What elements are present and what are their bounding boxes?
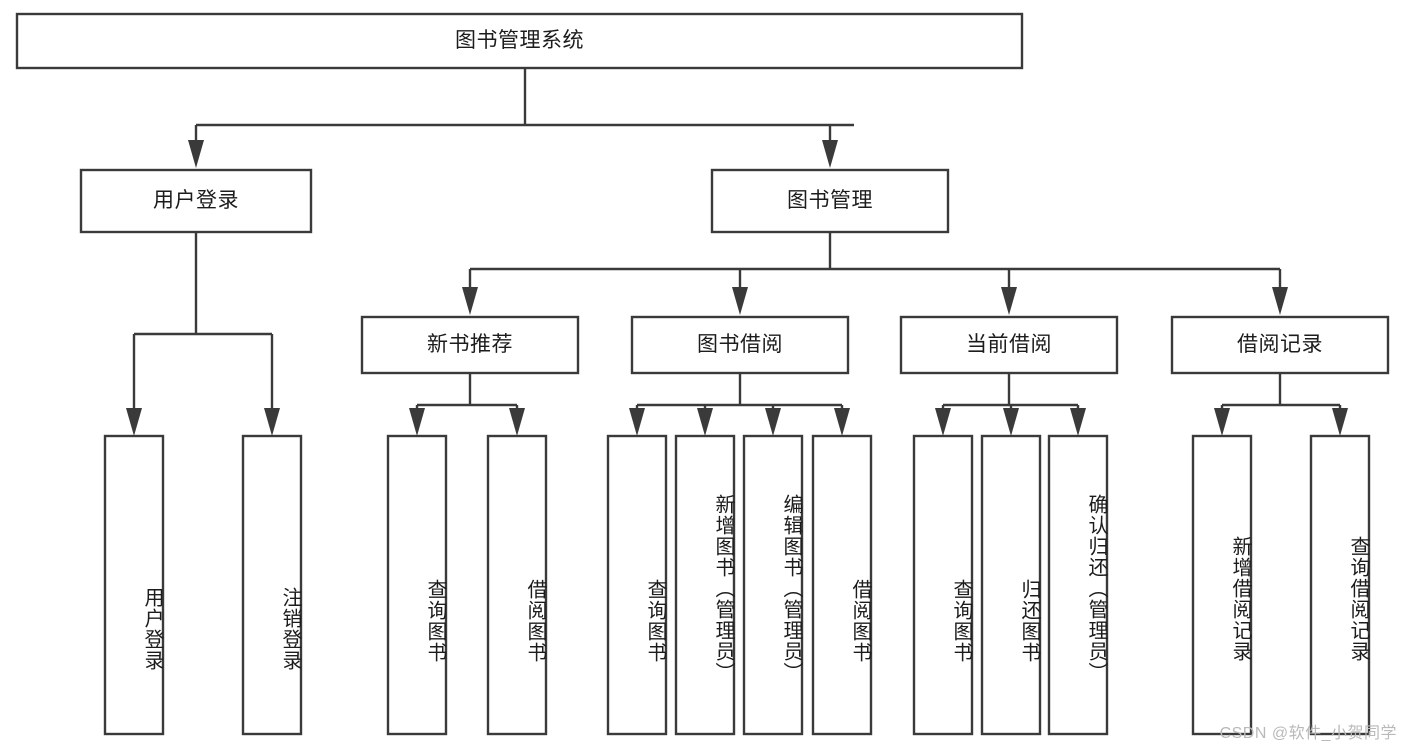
node-box-root[interactable] [15, 12, 1024, 70]
node-box-leaf-query-book-3[interactable] [912, 434, 974, 736]
arrow-head-icon [1003, 408, 1019, 436]
watermark-text: CSDN @软件_小贺同学 [1219, 725, 1397, 742]
node-box-user-login[interactable] [79, 168, 313, 234]
arrow-head-icon [409, 408, 425, 436]
arrow-head-icon [935, 408, 951, 436]
arrow-head-icon [1001, 287, 1017, 315]
arrow-head-icon [188, 140, 204, 168]
arrow-head-icon [1070, 408, 1086, 436]
arrow-head-icon [732, 287, 748, 315]
node-box-new-book-recommend[interactable] [360, 315, 580, 375]
arrow-head-icon [822, 140, 838, 168]
node-box-leaf-query-book-2[interactable] [606, 434, 668, 736]
arrow-head-icon [697, 408, 713, 436]
connector-user-login-to-leaves [126, 232, 280, 436]
arrow-head-icon [509, 408, 525, 436]
node-box-leaf-query-book-1[interactable] [386, 434, 448, 736]
connector-borrow-record-to-leaves [1214, 373, 1348, 436]
arrow-head-icon [462, 287, 478, 315]
arrow-head-icon [1332, 408, 1348, 436]
connector-book-management-to-level3 [462, 232, 1288, 315]
arrow-head-icon [629, 408, 645, 436]
connector-root-to-level2 [188, 67, 854, 168]
node-box-leaf-add-book[interactable] [674, 434, 736, 736]
arrow-head-icon [264, 408, 280, 436]
node-box-leaf-confirm-return[interactable] [1047, 434, 1109, 736]
node-box-book-management[interactable] [710, 168, 950, 234]
node-box-current-borrow[interactable] [899, 315, 1119, 375]
node-box-leaf-logout-login[interactable] [241, 434, 303, 736]
arrow-head-icon [1214, 408, 1230, 436]
node-box-leaf-add-record[interactable] [1191, 434, 1253, 736]
connector-new-book-recommend-to-leaves [409, 373, 525, 436]
node-box-leaf-borrow-book-2[interactable] [811, 434, 873, 736]
arrow-head-icon [1272, 287, 1288, 315]
arrow-head-icon [126, 408, 142, 436]
node-box-leaf-edit-book[interactable] [742, 434, 804, 736]
node-box-borrow-record[interactable] [1170, 315, 1390, 375]
arrow-head-icon [834, 408, 850, 436]
arrow-head-icon [765, 408, 781, 436]
node-box-leaf-return-book[interactable] [980, 434, 1042, 736]
connector-current-borrow-to-leaves [935, 373, 1086, 436]
node-box-leaf-query-record[interactable] [1309, 434, 1371, 736]
connector-book-borrow-to-leaves [629, 373, 850, 436]
node-box-book-borrow[interactable] [630, 315, 850, 375]
node-box-leaf-user-login[interactable] [103, 434, 165, 736]
node-box-leaf-borrow-book-1[interactable] [486, 434, 548, 736]
